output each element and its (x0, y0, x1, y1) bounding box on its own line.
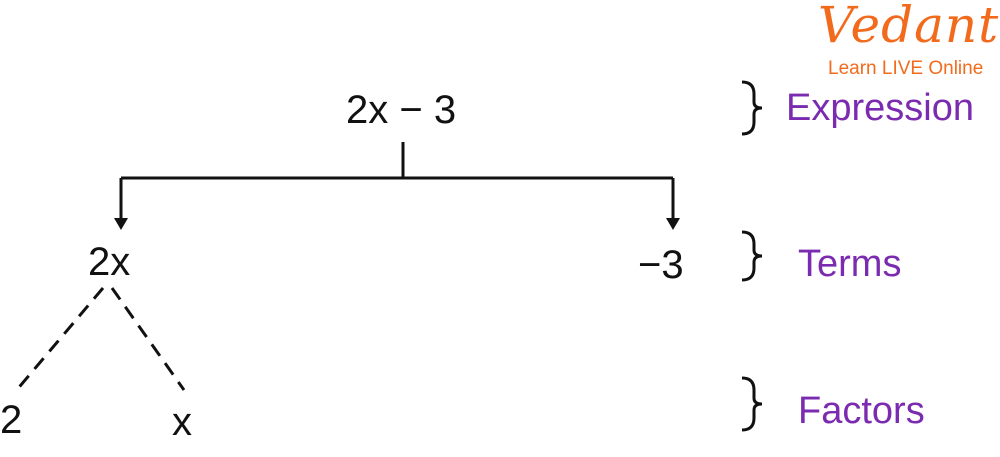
term-node-2x: 2x (88, 240, 131, 284)
label-expression: Expression (786, 87, 974, 129)
brace-expression (741, 80, 763, 136)
dashed-line-left (13, 287, 105, 393)
arrow-left (114, 218, 128, 230)
arrow-right (666, 218, 680, 230)
label-terms: Terms (798, 243, 902, 285)
label-factors: Factors (798, 390, 925, 432)
brace-terms (741, 230, 763, 282)
vedantu-logo: Vedantu Learn LIVE Online (818, 0, 1000, 79)
expression-node: 2x − 3 (346, 88, 457, 132)
brace-factors (741, 376, 763, 432)
term-node-minus3: −3 (638, 243, 684, 287)
factor-node-2: 2 (0, 398, 23, 442)
logo-tagline: Learn LIVE Online (828, 58, 984, 79)
factor-node-x: x (172, 400, 192, 444)
dashed-line-right (110, 287, 186, 391)
